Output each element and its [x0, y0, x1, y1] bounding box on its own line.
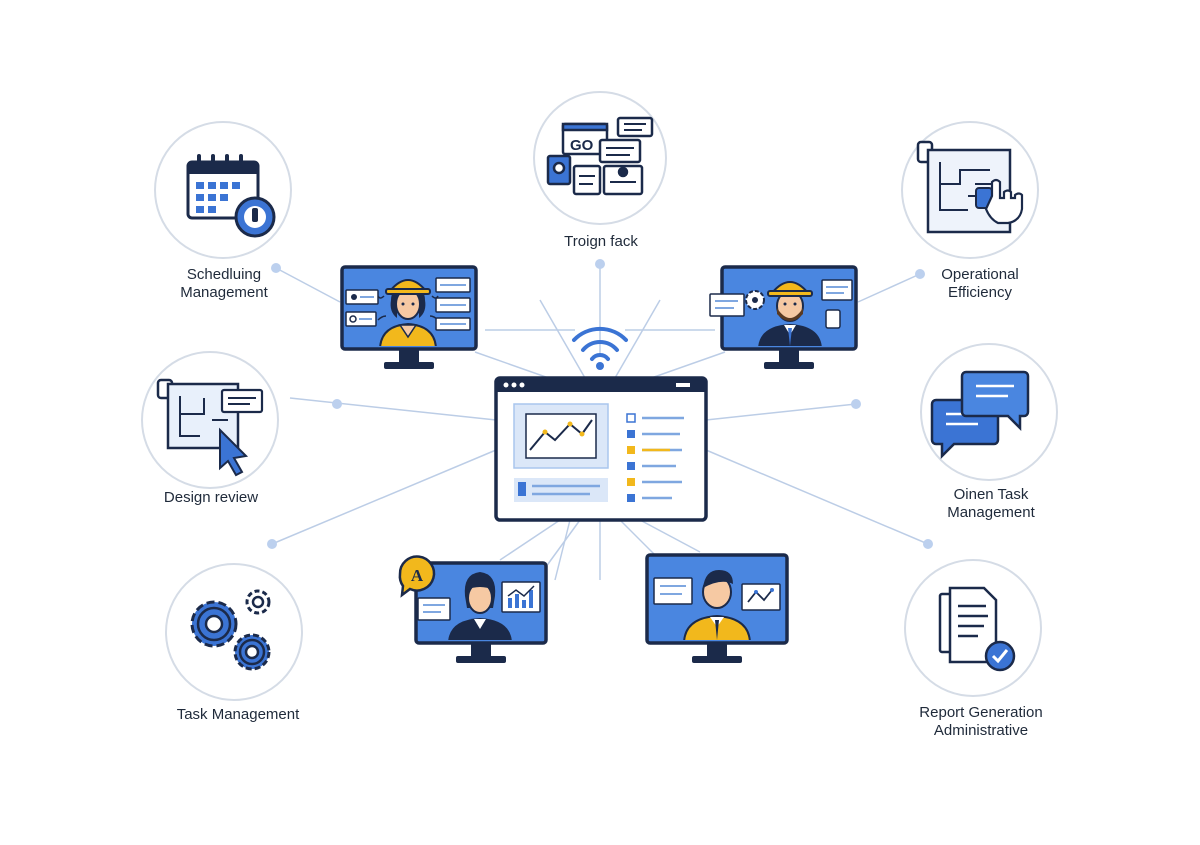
- blueprint-hand-icon: [916, 140, 1024, 234]
- label-scheduling-line1: Schedluing: [186, 266, 262, 283]
- label-design-line1: Design review: [163, 489, 259, 506]
- wifi-icon: [572, 326, 628, 370]
- label-task-line1: Task Management: [176, 706, 300, 723]
- label-operational-line1: Operational: [941, 266, 1019, 283]
- monitor-bottom-right: [645, 553, 789, 663]
- chat-bubbles-icon: [930, 370, 1030, 460]
- connector-dots: [267, 259, 933, 549]
- label-report-line1: Report Generation: [919, 704, 1043, 721]
- monitor-top-right: [709, 265, 858, 369]
- monitor-bottom-left: [414, 561, 548, 663]
- label-scheduling-line2: Management: [180, 284, 268, 301]
- label-report-line2: Administrative: [933, 722, 1029, 739]
- gears-icon: [190, 589, 271, 671]
- label-report: Report Generation Administrative: [919, 704, 1042, 740]
- label-oinen-line1: Oinen Task: [953, 486, 1029, 503]
- label-operational-line2: Efficiency: [948, 284, 1012, 301]
- workflow-windows-icon: GO: [546, 116, 654, 196]
- calendar-clock-icon: [186, 154, 276, 238]
- monitor-top-left: [340, 265, 478, 369]
- connector-lines: [271, 264, 929, 581]
- label-top: Troign fack: [564, 233, 638, 251]
- dashboard-window-icon: [494, 376, 708, 522]
- badge-letter: A: [411, 566, 424, 585]
- label-task: Task Management: [177, 706, 300, 724]
- label-oinen: Oinen Task Management: [947, 486, 1035, 522]
- label-scheduling: Schedluing Management: [180, 266, 268, 302]
- label-design: Design review: [164, 489, 258, 507]
- report-check-icon: [938, 586, 1016, 672]
- label-top-line1: Troign fack: [564, 233, 638, 250]
- label-operational: Operational Efficiency: [941, 266, 1019, 302]
- translation-badge: A: [398, 555, 436, 598]
- blueprint-cursor-icon: [156, 378, 264, 477]
- label-oinen-line2: Management: [947, 504, 1035, 521]
- svg-text:GO: GO: [570, 137, 594, 154]
